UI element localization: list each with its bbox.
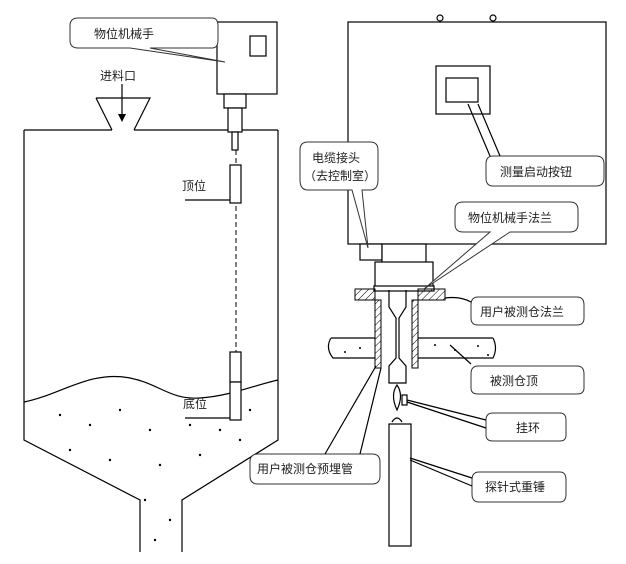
svg-text:被测仓顶: 被测仓顶: [490, 374, 538, 388]
svg-text:电缆接头: 电缆接头: [312, 150, 360, 165]
callout-cable-joint: 电缆接头 （去控制室）: [299, 141, 379, 249]
svg-text:物位机械手: 物位机械手: [94, 26, 154, 41]
inlet-hopper: 进料口: [95, 69, 151, 131]
button-icon: [249, 35, 267, 57]
callout-manipulator: 物位机械手: [69, 17, 226, 63]
callout-silo-top: 被测仓顶: [449, 344, 585, 395]
probe-weight: [388, 423, 412, 547]
callout-start-button: 测量启动按钮: [467, 103, 605, 187]
bottom-position-label: 底位: [183, 396, 207, 411]
callout-silo-flange: 用户被测仓法兰: [444, 296, 585, 326]
svg-text:探针式重锤: 探针式重锤: [485, 479, 545, 494]
svg-text:测量启动按钮: 测量启动按钮: [500, 164, 572, 179]
weight-top-position: [229, 164, 242, 204]
material-dots: [58, 408, 252, 542]
top-position-label: 顶位: [182, 178, 206, 193]
callout-manipulator-flange: 物位机械手法兰: [423, 201, 579, 290]
svg-text:（去控制室）: （去控制室）: [304, 168, 376, 183]
svg-text:物位机械手法兰: 物位机械手法兰: [468, 210, 552, 225]
callout-hanging-ring: 挂环: [406, 399, 567, 442]
svg-text:挂环: 挂环: [516, 421, 540, 435]
manipulator-left: 顶位 底位: [182, 21, 278, 421]
silo-flange-and-pipe: [327, 288, 497, 547]
svg-text:用户被测仓法兰: 用户被测仓法兰: [480, 304, 564, 319]
svg-text:用户被测仓预埋管: 用户被测仓预埋管: [257, 461, 353, 476]
weight-bottom-position: [229, 381, 242, 421]
callout-embedded-pipe: 用户被测仓预埋管: [249, 365, 382, 485]
callout-probe-weight: 探针式重锤: [409, 457, 567, 503]
inlet-label: 进料口: [100, 69, 136, 83]
cable-gland: [359, 243, 383, 261]
